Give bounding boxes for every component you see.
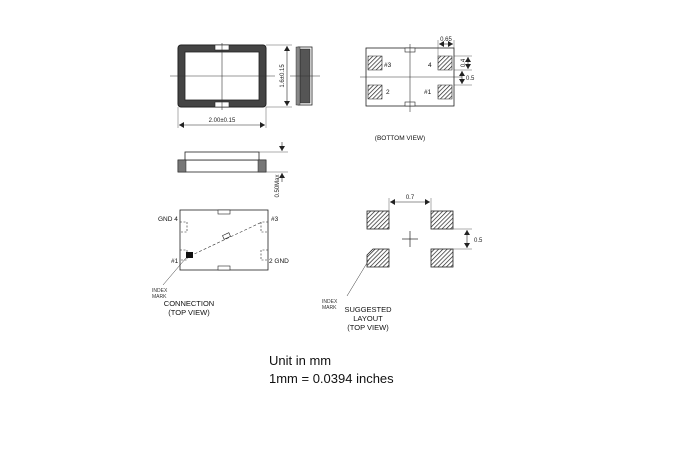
height-dim-text: 1.6±0.15 (280, 64, 286, 88)
bottom-view: #3 4 2 #1 0.65 0.4 0.5 (BOTTOM VIEW) (360, 37, 475, 142)
side-height-text: 0.50Max (275, 174, 281, 197)
gnd2-label: 2 GND (269, 258, 289, 265)
layout-caption-3: (TOP VIEW) (347, 323, 389, 332)
side-lid (184, 151, 260, 161)
connection-caption: CONNECTION (164, 299, 214, 308)
dim-05-layout-text: 0.5 (474, 238, 483, 244)
connection-caption-sub: (TOP VIEW) (168, 308, 210, 317)
pad-1-label: #1 (424, 89, 432, 96)
gnd4-label: GND 4 (158, 216, 178, 223)
suggested-layout: 0.7 0.5 INDEX MARK SUGGESTED LAYOUT (TOP… (322, 195, 483, 332)
index-leader (346, 257, 371, 297)
pad-2 (367, 84, 383, 100)
crystal-symbol (222, 232, 231, 240)
dim-07-text: 0.7 (406, 195, 415, 201)
notch (217, 265, 231, 271)
pad-3-label: #3 (384, 62, 392, 69)
layout-pad (366, 210, 390, 230)
pad-4 (437, 55, 453, 71)
conversion-note: 1mm = 0.0394 inches (269, 371, 394, 386)
pin1-label: #1 (171, 258, 179, 265)
index-mark-text-2: MARK (152, 294, 167, 300)
index-mark (186, 252, 193, 258)
pin3-label: #3 (271, 216, 279, 223)
index-mark-text-1: INDEX (152, 288, 168, 294)
layout-pad (430, 210, 454, 230)
pad-outline (180, 221, 188, 233)
layout-pad (430, 248, 454, 268)
pad-3 (367, 55, 383, 71)
pad-outline (260, 249, 268, 261)
pad-4-label: 4 (428, 62, 432, 69)
dim-04-text: 0.4 (461, 58, 467, 67)
pad-1 (437, 84, 453, 100)
side-terminal (177, 159, 187, 173)
layout-caption-2: LAYOUT (353, 314, 383, 323)
layout-pad-1 (366, 248, 390, 268)
dim-05-text: 0.5 (466, 76, 475, 82)
width-dim-text: 2.00±0.15 (209, 118, 236, 124)
layout-caption-1: SUGGESTED (344, 305, 392, 314)
pad-2-label: 2 (386, 89, 390, 96)
bottom-view-caption: (BOTTOM VIEW) (375, 135, 425, 142)
notch (217, 209, 231, 215)
side-view: 0.50Max (177, 142, 288, 198)
side-terminal (257, 159, 267, 173)
side-profile (290, 46, 320, 106)
top-view: 1.6±0.15 2.00±0.15 (170, 43, 292, 128)
dim-065-text: 0.65 (440, 37, 452, 43)
layout-index-text-1: INDEX (322, 299, 338, 305)
crystal-connection (189, 221, 263, 257)
layout-index-text-2: MARK (322, 305, 337, 311)
index-leader (162, 257, 187, 286)
connection-view: GND 4 #3 #1 2 GND INDEX MARK CONNECTION … (152, 209, 289, 317)
unit-note: Unit in mm (269, 353, 332, 368)
side-base (177, 159, 267, 173)
pad-outline (260, 221, 268, 233)
